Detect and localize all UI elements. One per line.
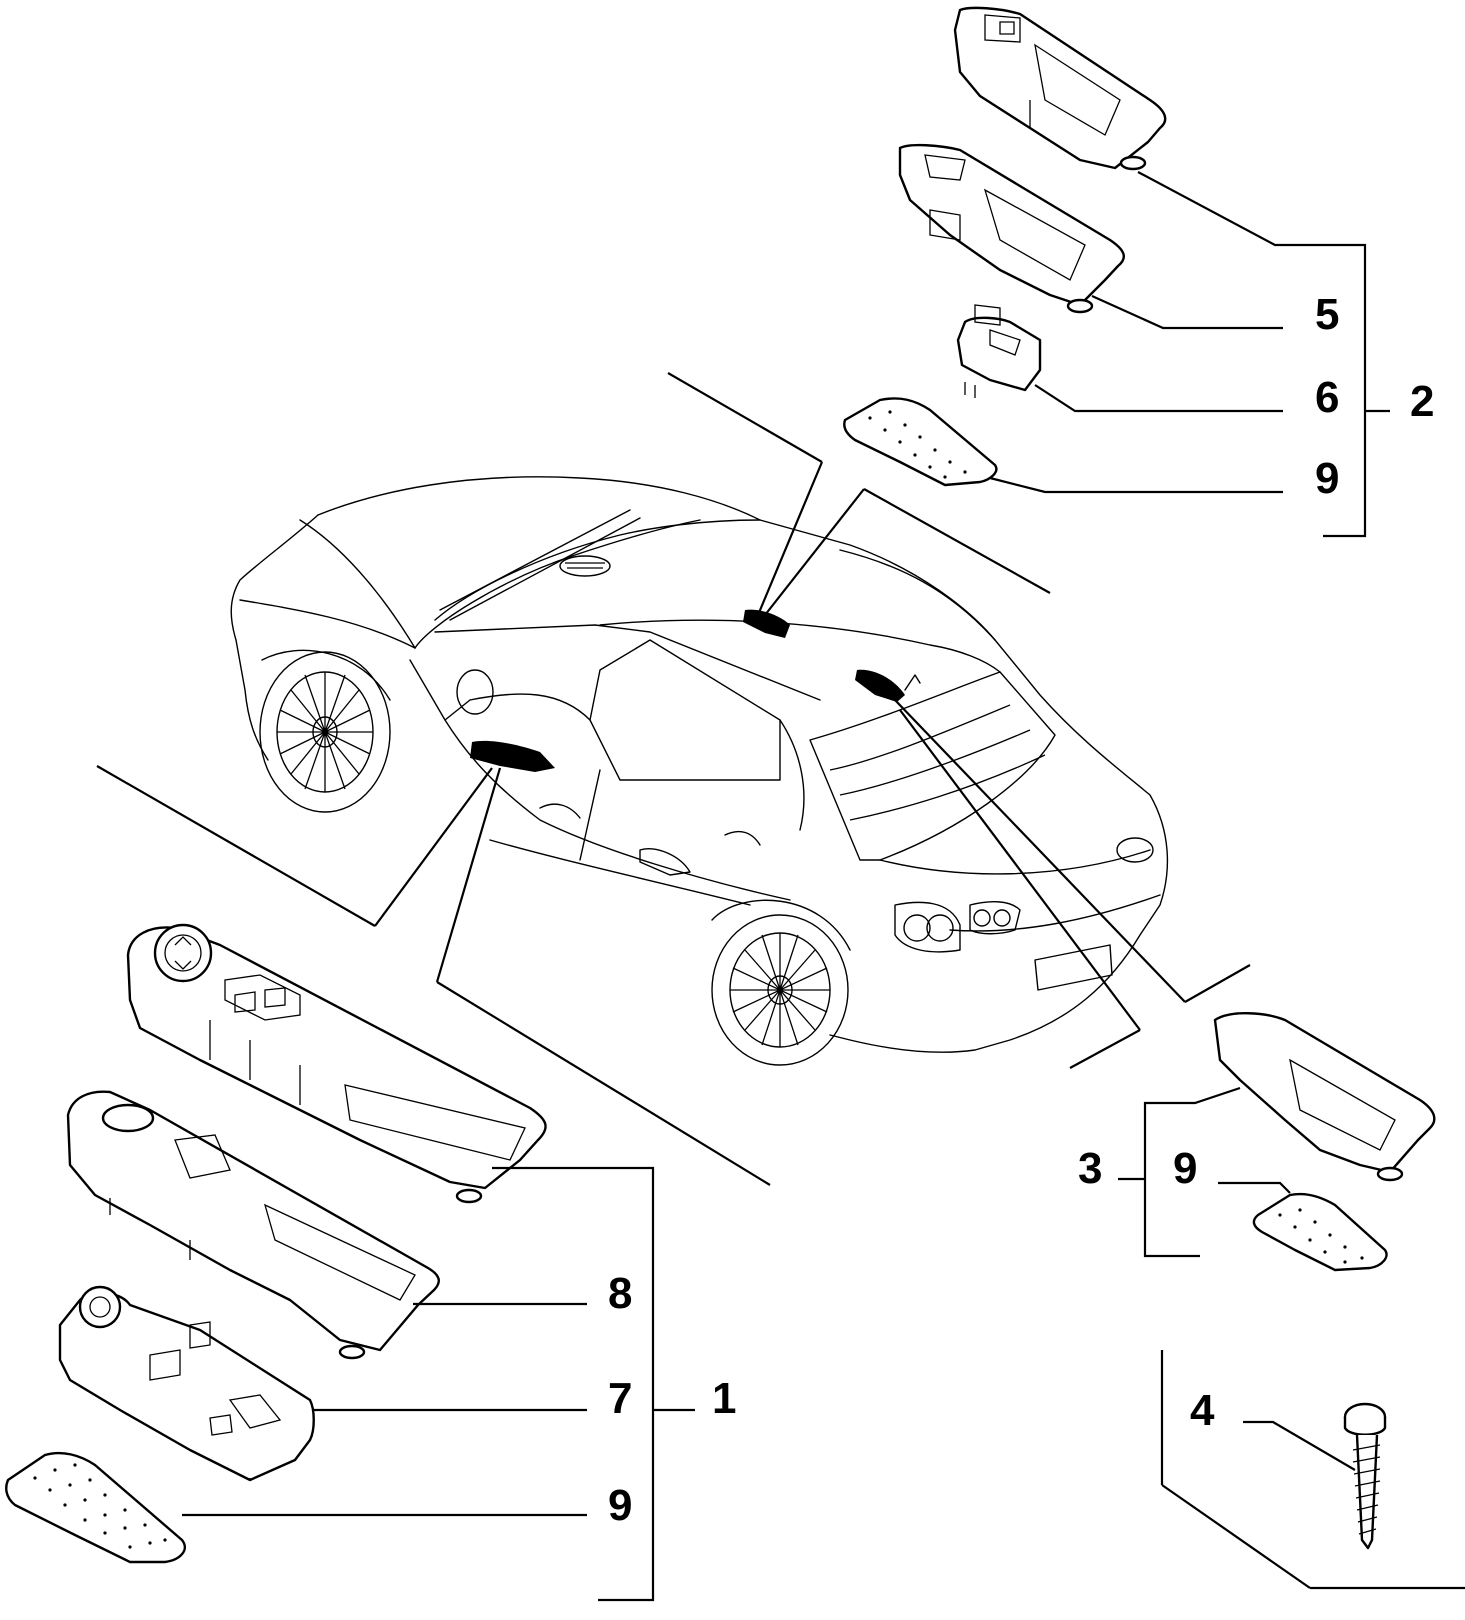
callout-3: 3 [1078, 1144, 1102, 1193]
rear-switch-pad-9 [843, 397, 998, 487]
screw [1343, 1402, 1387, 1550]
part-group-3 [1118, 1012, 1436, 1272]
callout-8: 8 [608, 1269, 632, 1318]
car-illustration [230, 476, 1169, 1066]
callout-4: 4 [1190, 1386, 1215, 1435]
callout-7: 7 [608, 1374, 632, 1423]
driver-switch-module-bezel [126, 923, 547, 1204]
car-switch-front-right-highlight [743, 609, 790, 638]
callout-6: 6 [1315, 373, 1339, 422]
callout-5: 5 [1315, 290, 1339, 339]
rear-wheel [711, 899, 851, 1066]
callout-9-rear-left: 9 [1173, 1144, 1197, 1193]
driver-switch-pad-9 [5, 1451, 187, 1564]
front-wheel [259, 649, 391, 813]
callout-9-front: 9 [608, 1481, 632, 1530]
callout-2: 2 [1410, 377, 1434, 426]
rear-switch-module-6 [956, 304, 1042, 398]
callout-labels: 5 6 2 9 3 9 4 8 7 1 9 [608, 290, 1434, 1530]
rear-switch-bezel-5 [898, 143, 1126, 314]
car-leader-lines [96, 372, 1251, 1186]
car-switch-front-left-highlight [470, 740, 555, 772]
rear-left-switch-pad [1252, 1192, 1388, 1272]
rear-left-switch-bezel [1213, 1012, 1436, 1182]
callout-9-rear-right: 9 [1315, 454, 1339, 503]
driver-switch-module-7 [58, 1285, 315, 1482]
part-group-2 [843, 6, 1390, 538]
rear-switch-bezel-top [953, 6, 1167, 171]
driver-switch-bezel-8 [66, 1090, 440, 1360]
car-switch-rear-right-highlight [855, 669, 905, 702]
callout-1: 1 [712, 1374, 736, 1423]
part-group-4 [1160, 1350, 1465, 1590]
part-group-1 [5, 923, 695, 1602]
